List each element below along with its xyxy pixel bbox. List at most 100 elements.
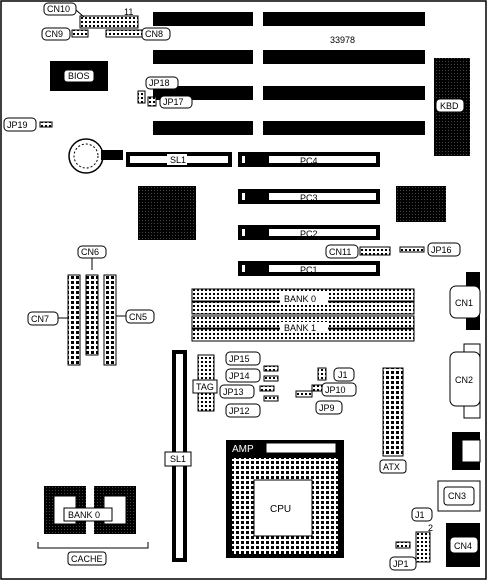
svg-text:JP16: JP16 [431, 245, 452, 255]
jp9-jumper [295, 390, 313, 398]
battery [68, 138, 123, 174]
svg-text:JP19: JP19 [7, 120, 28, 130]
jp16-label: JP16 [427, 242, 461, 257]
jp17-jumper [147, 96, 157, 107]
pc3-slot: PC3 [238, 189, 380, 204]
cn4-connector: CN4 [446, 523, 480, 567]
svg-text:CN5: CN5 [129, 312, 147, 322]
svg-text:TAG: TAG [196, 382, 214, 392]
cn1-connector: CN1 [449, 272, 481, 330]
svg-text:CN8: CN8 [145, 29, 163, 39]
kbd-label: KBD [435, 98, 465, 113]
svg-text:AMP: AMP [232, 444, 254, 455]
jp19-label: JP19 [3, 117, 37, 132]
cache-label: CACHE [67, 551, 107, 566]
cn5-label: CN5 [125, 309, 155, 324]
svg-text:CN1: CN1 [455, 298, 473, 308]
cn9-header [71, 29, 89, 38]
svg-text:BANK 0: BANK 0 [68, 510, 100, 520]
cn8-header [105, 29, 143, 38]
pc2-slot: PC2 [238, 225, 380, 240]
sl1-top-slot: SL1 [126, 152, 232, 167]
bios-label: BIOS [63, 69, 95, 83]
cn7-header [67, 274, 81, 366]
svg-text:JP18: JP18 [149, 78, 170, 88]
isa-slots [153, 12, 425, 135]
svg-text:JP9: JP9 [319, 403, 335, 413]
svg-text:CACHE: CACHE [71, 554, 103, 564]
svg-text:JP15: JP15 [229, 354, 250, 364]
cache-bank-0: BANK 0 [44, 486, 136, 534]
cn7-label: CN7 [27, 311, 59, 326]
svg-text:CN7: CN7 [31, 314, 49, 324]
cn8-label: CN8 [141, 27, 171, 41]
atx-connector: ATX [379, 367, 407, 474]
svg-text:CPU: CPU [270, 504, 291, 515]
svg-text:JP13: JP13 [223, 387, 244, 397]
cn6-label: CN6 [77, 245, 107, 259]
cpu-socket: AMP CPU [226, 440, 344, 558]
cn11-label: CN11 [325, 244, 359, 259]
jp10-label: JP10 [321, 382, 357, 397]
svg-text:JP1: JP1 [393, 559, 409, 569]
svg-text:PC1: PC1 [300, 265, 318, 275]
j1-top-label: J1 [333, 367, 355, 382]
cn9-label: CN9 [41, 27, 71, 41]
sl1-bottom-slot: SL1 [164, 350, 192, 562]
svg-text:BIOS: BIOS [68, 71, 90, 81]
pin2-label: 2 [428, 523, 433, 533]
dimm-bank-0: BANK 0 [191, 288, 415, 315]
svg-text:JP14: JP14 [229, 371, 250, 381]
pc1-slot: PC1 [238, 261, 380, 276]
svg-text:CN4: CN4 [454, 541, 472, 551]
dimm-bank-1: BANK 1 [191, 315, 415, 342]
jp1-jumper [395, 541, 411, 549]
cn10-label: CN10 [43, 2, 77, 16]
jp17-label: JP17 [159, 95, 193, 109]
svg-text:CN3: CN3 [448, 491, 466, 501]
jp13-label: JP13 [219, 384, 255, 399]
parallel-port [452, 432, 481, 470]
svg-text:CN2: CN2 [455, 375, 473, 385]
svg-text:KBD: KBD [440, 101, 459, 111]
j1-bottom-header [415, 531, 431, 563]
svg-text:JP12: JP12 [229, 406, 250, 416]
cn10-header [79, 15, 139, 29]
svg-text:CN6: CN6 [81, 247, 99, 257]
chip-right [396, 186, 446, 222]
cn11-header [359, 246, 391, 256]
svg-text:BANK 0: BANK 0 [284, 294, 316, 304]
jp9-label: JP9 [315, 400, 343, 415]
svg-text:CN11: CN11 [329, 247, 351, 257]
jp18-label: JP18 [145, 76, 179, 90]
svg-text:J1: J1 [415, 510, 425, 520]
tag-chip: TAG [192, 354, 218, 412]
svg-text:CN10: CN10 [47, 4, 70, 14]
svg-text:PC4: PC4 [300, 156, 318, 166]
chip-left [138, 186, 196, 240]
cn2-connector: CN2 [449, 343, 481, 419]
svg-text:PC2: PC2 [300, 229, 318, 239]
pin11-label: 11 [124, 7, 133, 17]
jp16-jumper [399, 246, 425, 253]
j1-bottom-label: J1 [411, 507, 433, 522]
svg-text:JP10: JP10 [325, 385, 346, 395]
jp12-jp15-jumpers [259, 365, 279, 402]
cn6-header [85, 274, 99, 356]
svg-text:CN9: CN9 [45, 29, 63, 39]
svg-text:BANK 1: BANK 1 [284, 323, 316, 333]
svg-text:ATX: ATX [383, 462, 400, 472]
board-number: 33978 [330, 35, 355, 45]
svg-text:SL1: SL1 [170, 155, 186, 165]
svg-text:J1: J1 [338, 370, 348, 380]
pc4-slot: PC4 [238, 152, 380, 167]
jp1-label: JP1 [389, 556, 417, 571]
jp19-jumper [39, 121, 53, 128]
cn3-connector: CN3 [437, 480, 481, 512]
svg-text:PC3: PC3 [300, 193, 318, 203]
jp18-jumper [137, 90, 146, 104]
jp10-jumper [311, 384, 323, 392]
jp15-label: JP15 [225, 351, 261, 366]
jp12-label: JP12 [225, 403, 261, 418]
